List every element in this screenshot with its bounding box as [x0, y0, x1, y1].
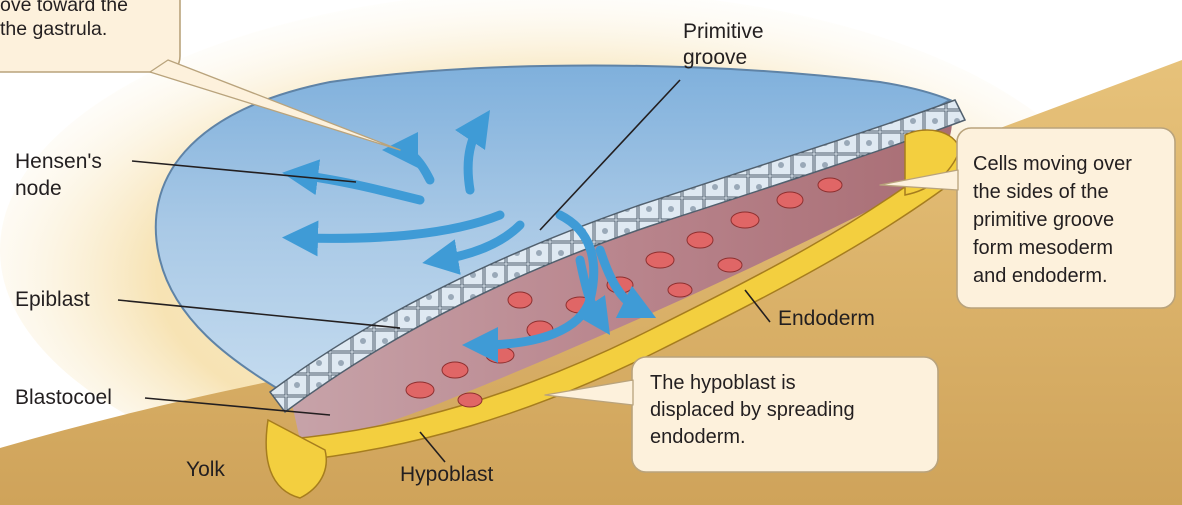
callout-right-line-2: the sides of the: [973, 178, 1132, 206]
label-hypoblast: Hypoblast: [400, 462, 493, 487]
callout-bottom-text: The hypoblast is displaced by spreading …: [650, 370, 855, 451]
label-yolk: Yolk: [186, 457, 225, 482]
callout-right-line-5: and endoderm.: [973, 262, 1132, 290]
label-blastocoel: Blastocoel: [15, 385, 112, 410]
label-epiblast: Epiblast: [15, 287, 90, 312]
label-hensens-node-line-1: Hensen's: [15, 148, 102, 175]
callout-bottom-line-3: endoderm.: [650, 424, 855, 451]
label-hensens-node-line-2: node: [15, 175, 102, 202]
label-endoderm: Endoderm: [778, 306, 875, 331]
callout-right-text: Cells moving over the sides of the primi…: [973, 150, 1132, 290]
callout-top-left-line-1: ove toward the: [0, 0, 128, 17]
callout-top-left-line-2: the gastrula.: [0, 17, 128, 41]
callout-right-line-3: primitive groove: [973, 206, 1132, 234]
callout-top-left-text: ove toward the the gastrula.: [0, 0, 128, 41]
label-primitive-groove: Primitive groove: [683, 19, 764, 71]
callout-right-line-4: form mesoderm: [973, 234, 1132, 262]
label-primitive-groove-line-1: Primitive: [683, 19, 764, 45]
label-primitive-groove-line-2: groove: [683, 45, 764, 71]
callout-bottom-line-1: The hypoblast is: [650, 370, 855, 397]
callout-bottom-line-2: displaced by spreading: [650, 397, 855, 424]
label-hensens-node: Hensen's node: [15, 148, 102, 202]
callout-right-line-1: Cells moving over: [973, 150, 1132, 178]
